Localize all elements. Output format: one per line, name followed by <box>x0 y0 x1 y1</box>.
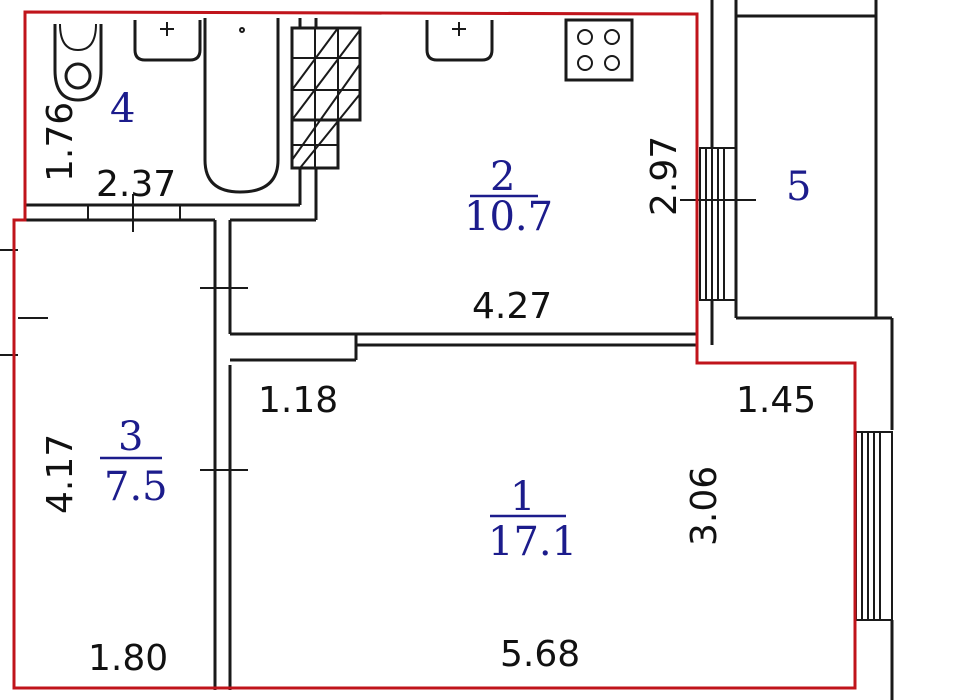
kitchen-sink-icon <box>425 20 494 62</box>
bathtub-icon <box>203 18 280 194</box>
washing-machine-icon <box>290 26 362 170</box>
dim-room1-offset: 1.45 <box>736 380 816 421</box>
toilet-icon <box>53 23 103 102</box>
dim-bath-width: 2.37 <box>96 164 176 205</box>
room1-window <box>855 431 894 700</box>
dim-room3-width: 1.80 <box>88 638 168 679</box>
room3-window <box>0 249 48 356</box>
room-2-number: 2 <box>490 154 515 200</box>
room-4-number: 4 <box>110 86 135 132</box>
dim-room3-height: 4.17 <box>40 434 81 514</box>
dim-kitchen-height: 2.97 <box>644 136 685 216</box>
room-1-number: 1 <box>510 474 535 520</box>
washbasin-icon <box>133 20 202 62</box>
dim-room1-width: 5.68 <box>500 634 580 675</box>
room-5-number: 5 <box>786 164 811 210</box>
stove-icon <box>564 18 634 82</box>
apartment-outline <box>12 10 857 690</box>
dim-hall-opening: 1.18 <box>258 380 338 421</box>
room-3-number: 3 <box>118 414 143 460</box>
dim-kitchen-width: 4.27 <box>472 286 552 327</box>
dim-bath-height: 1.76 <box>40 102 81 182</box>
dim-room1-height: 3.06 <box>684 466 725 546</box>
room-1-area: 17.1 <box>488 519 577 565</box>
balcony <box>710 0 894 430</box>
room-2-area: 10.7 <box>464 194 553 240</box>
balcony-window <box>699 147 737 301</box>
room-3-area: 7.5 <box>104 464 168 510</box>
